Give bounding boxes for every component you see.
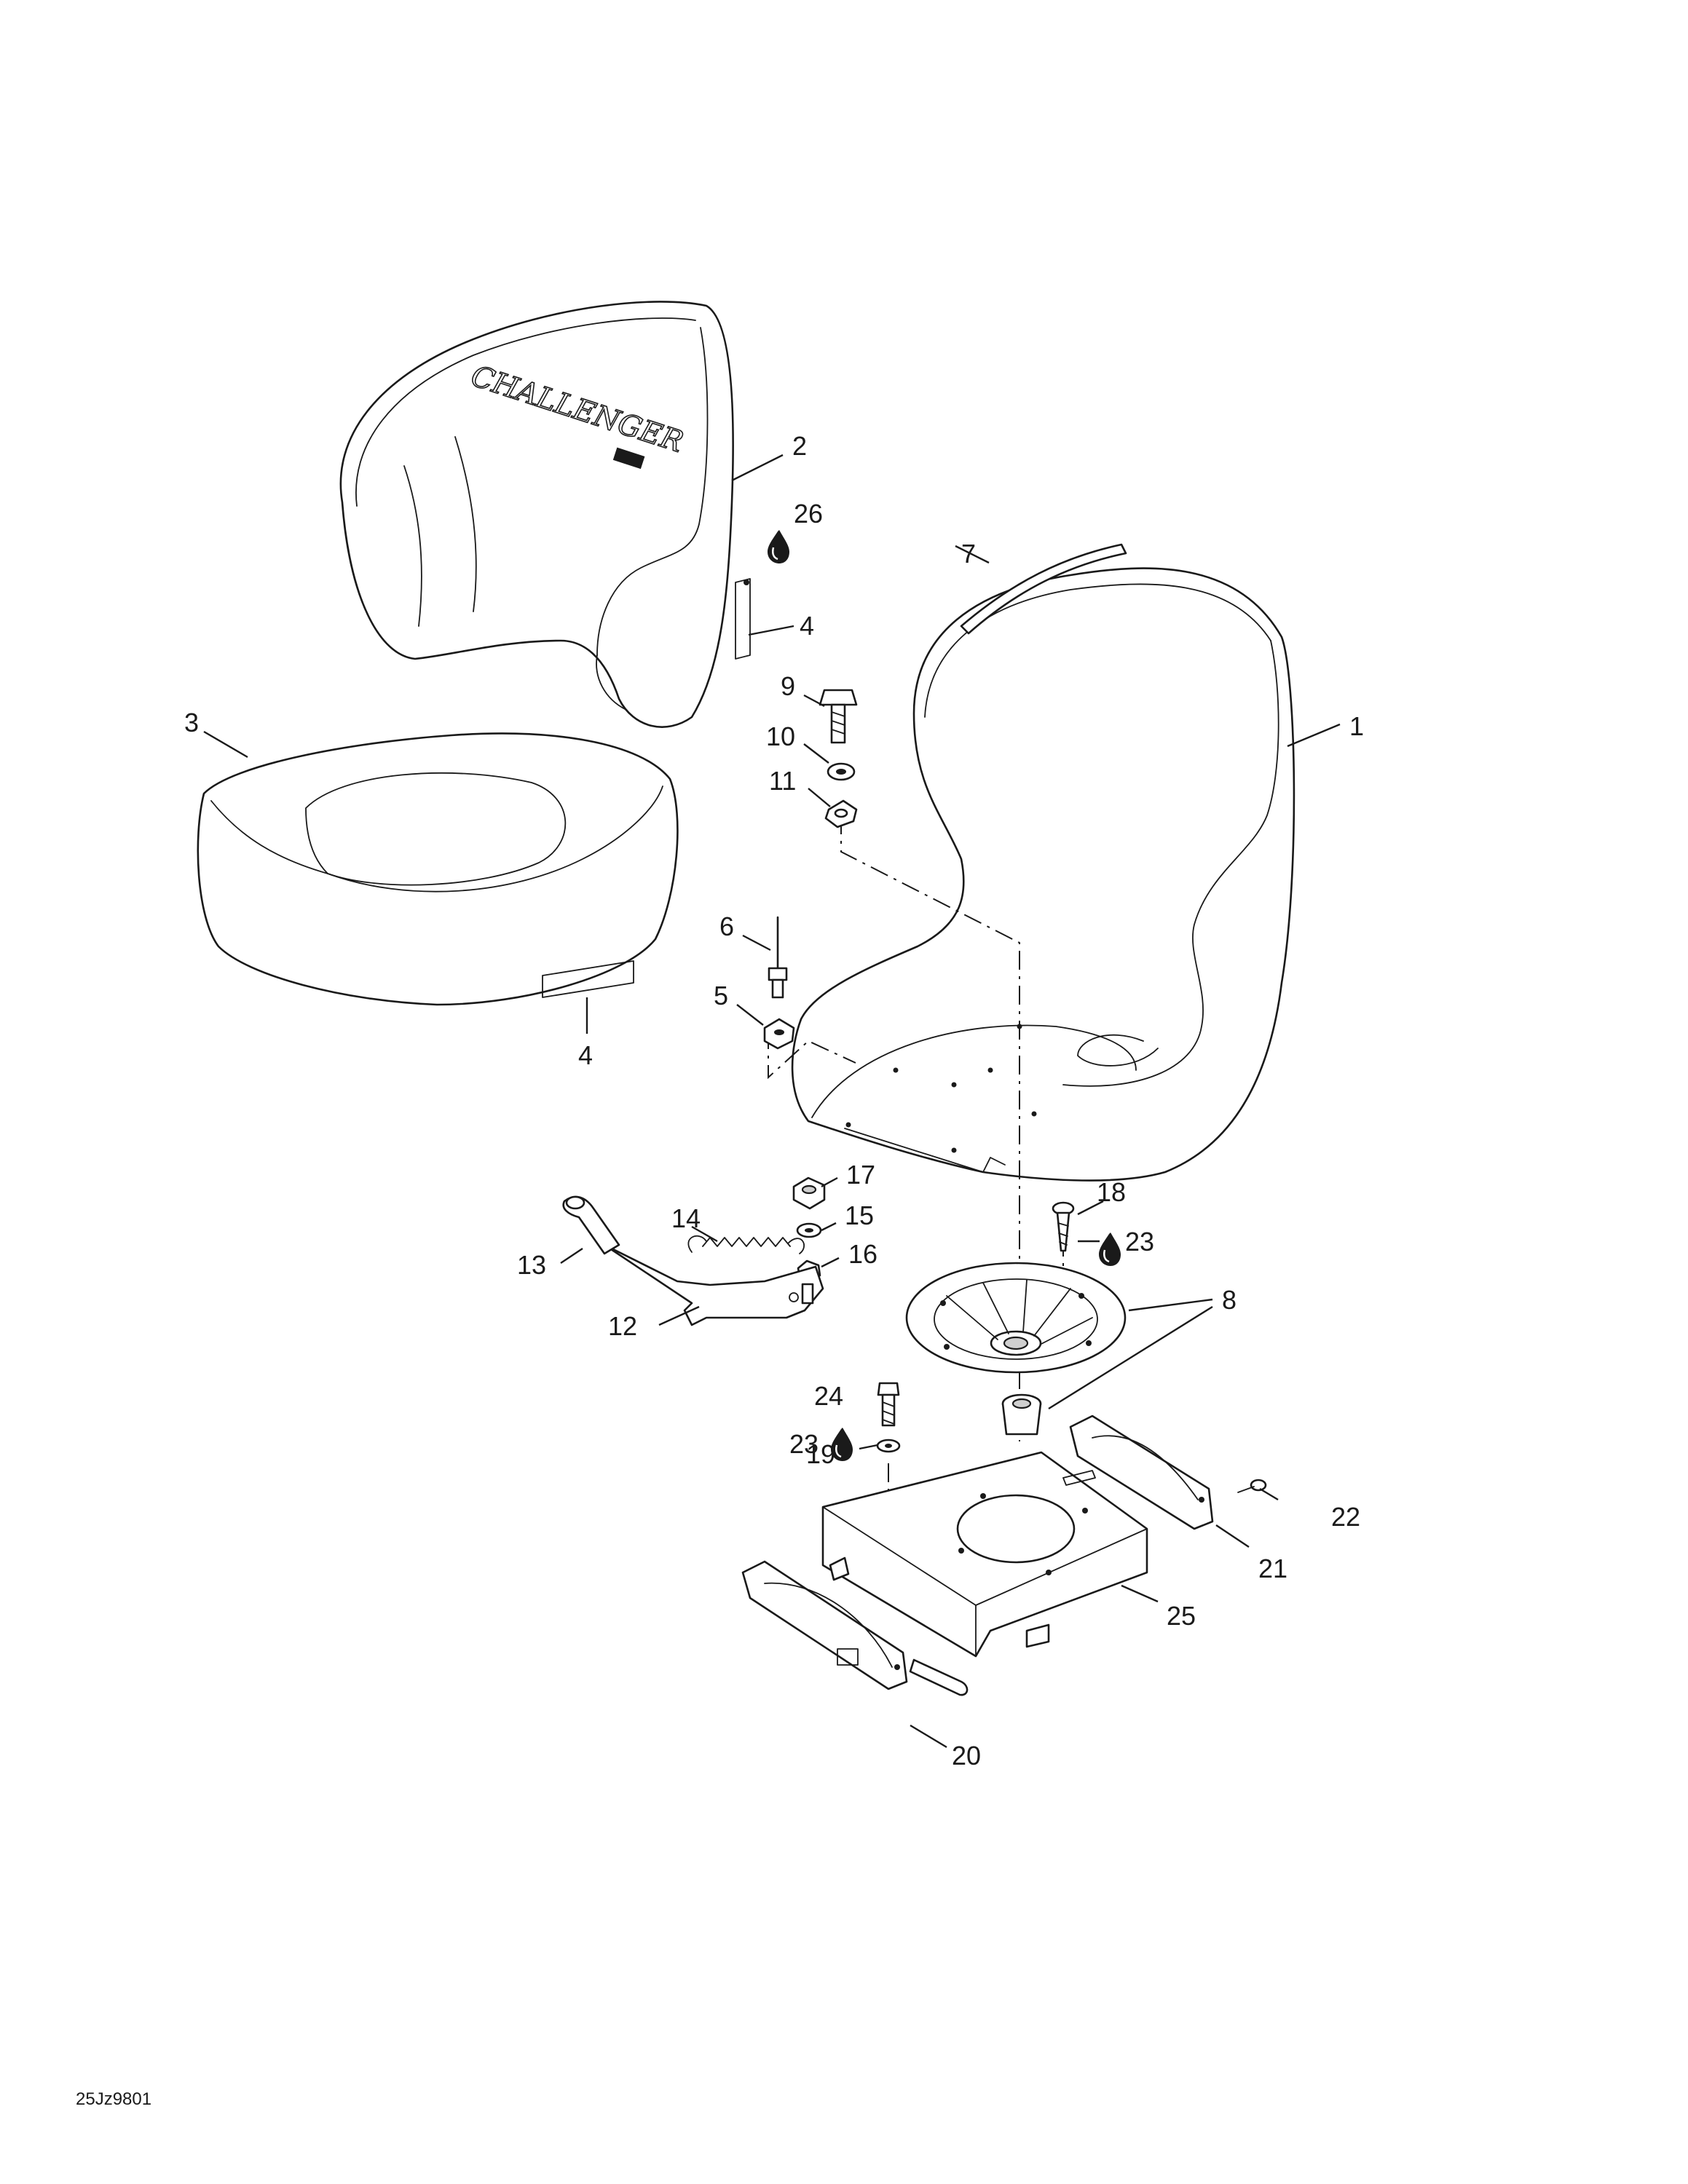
- callout-10: 10: [766, 721, 795, 751]
- seat-shell: [791, 567, 1295, 1182]
- rail-21: [1069, 1415, 1214, 1530]
- bolt-9: [819, 689, 858, 744]
- seat-cushion: [197, 732, 679, 1006]
- callout-17: 17: [846, 1160, 875, 1190]
- callout-labels: 1 2 3 4 4 5 6 7 8 9 10 11 12 13 14 15 16…: [184, 431, 1364, 1770]
- slide-base-25: [821, 1451, 1148, 1658]
- nut-17: [792, 1176, 826, 1210]
- nut-5: [763, 1018, 795, 1050]
- callout-23-right: 23: [1125, 1227, 1154, 1257]
- label-decal-back: [735, 578, 751, 660]
- nut-11: [824, 799, 858, 828]
- callout-7: 7: [961, 539, 976, 569]
- callout-11: 11: [769, 766, 796, 796]
- callout-14: 14: [671, 1203, 701, 1233]
- callout-6: 6: [719, 911, 734, 941]
- lever-12: [603, 1243, 824, 1326]
- callout-19: 19: [806, 1439, 835, 1469]
- leader-lines: [203, 454, 1341, 1749]
- callout-1: 1: [1349, 711, 1364, 741]
- screw-18: [1052, 1201, 1075, 1252]
- drawing-id: 25Jz9801: [76, 2089, 152, 2109]
- callout-22: 22: [1331, 1502, 1360, 1532]
- callout-25: 25: [1167, 1601, 1196, 1631]
- drop-icon: [768, 530, 789, 563]
- assembly-line: [840, 815, 1020, 1441]
- callout-26: 26: [794, 499, 823, 529]
- callout-8: 8: [1222, 1285, 1237, 1315]
- assembly-line: [768, 1030, 856, 1080]
- edge-trim: [960, 543, 1127, 635]
- bushing-8: [1001, 1393, 1042, 1436]
- label-decal-seat: [542, 960, 634, 998]
- callout-20: 20: [952, 1741, 981, 1770]
- bolt-24: [877, 1382, 900, 1427]
- washer-15: [796, 1222, 822, 1238]
- callout-4-back: 4: [800, 611, 814, 641]
- callout-12: 12: [608, 1311, 637, 1341]
- swivel-plate-8: [905, 1262, 1127, 1374]
- rail-20: [741, 1560, 969, 1696]
- screw-22: [1237, 1479, 1267, 1493]
- drop-icon: [1099, 1233, 1121, 1266]
- drop-icon: [831, 1428, 853, 1461]
- callout-13: 13: [517, 1250, 546, 1280]
- callout-2: 2: [792, 431, 807, 461]
- callout-9: 9: [781, 671, 795, 701]
- callout-23-left: 23: [789, 1429, 819, 1459]
- washer-10: [827, 762, 856, 781]
- callout-16: 16: [848, 1239, 877, 1269]
- callout-5: 5: [714, 981, 728, 1010]
- rivet-6: [768, 916, 788, 999]
- callout-18: 18: [1097, 1177, 1126, 1207]
- callout-24: 24: [814, 1381, 843, 1411]
- callout-21: 21: [1258, 1554, 1287, 1583]
- spring-14: [687, 1235, 805, 1254]
- callout-3: 3: [184, 708, 199, 737]
- washer-19: [876, 1439, 901, 1453]
- handle-grip-13: [562, 1195, 620, 1255]
- backrest-cushion: CHALLENGER: [339, 301, 734, 728]
- callout-15: 15: [845, 1200, 874, 1230]
- callout-4-seat: 4: [578, 1040, 593, 1070]
- assembly-line: [888, 1463, 977, 1530]
